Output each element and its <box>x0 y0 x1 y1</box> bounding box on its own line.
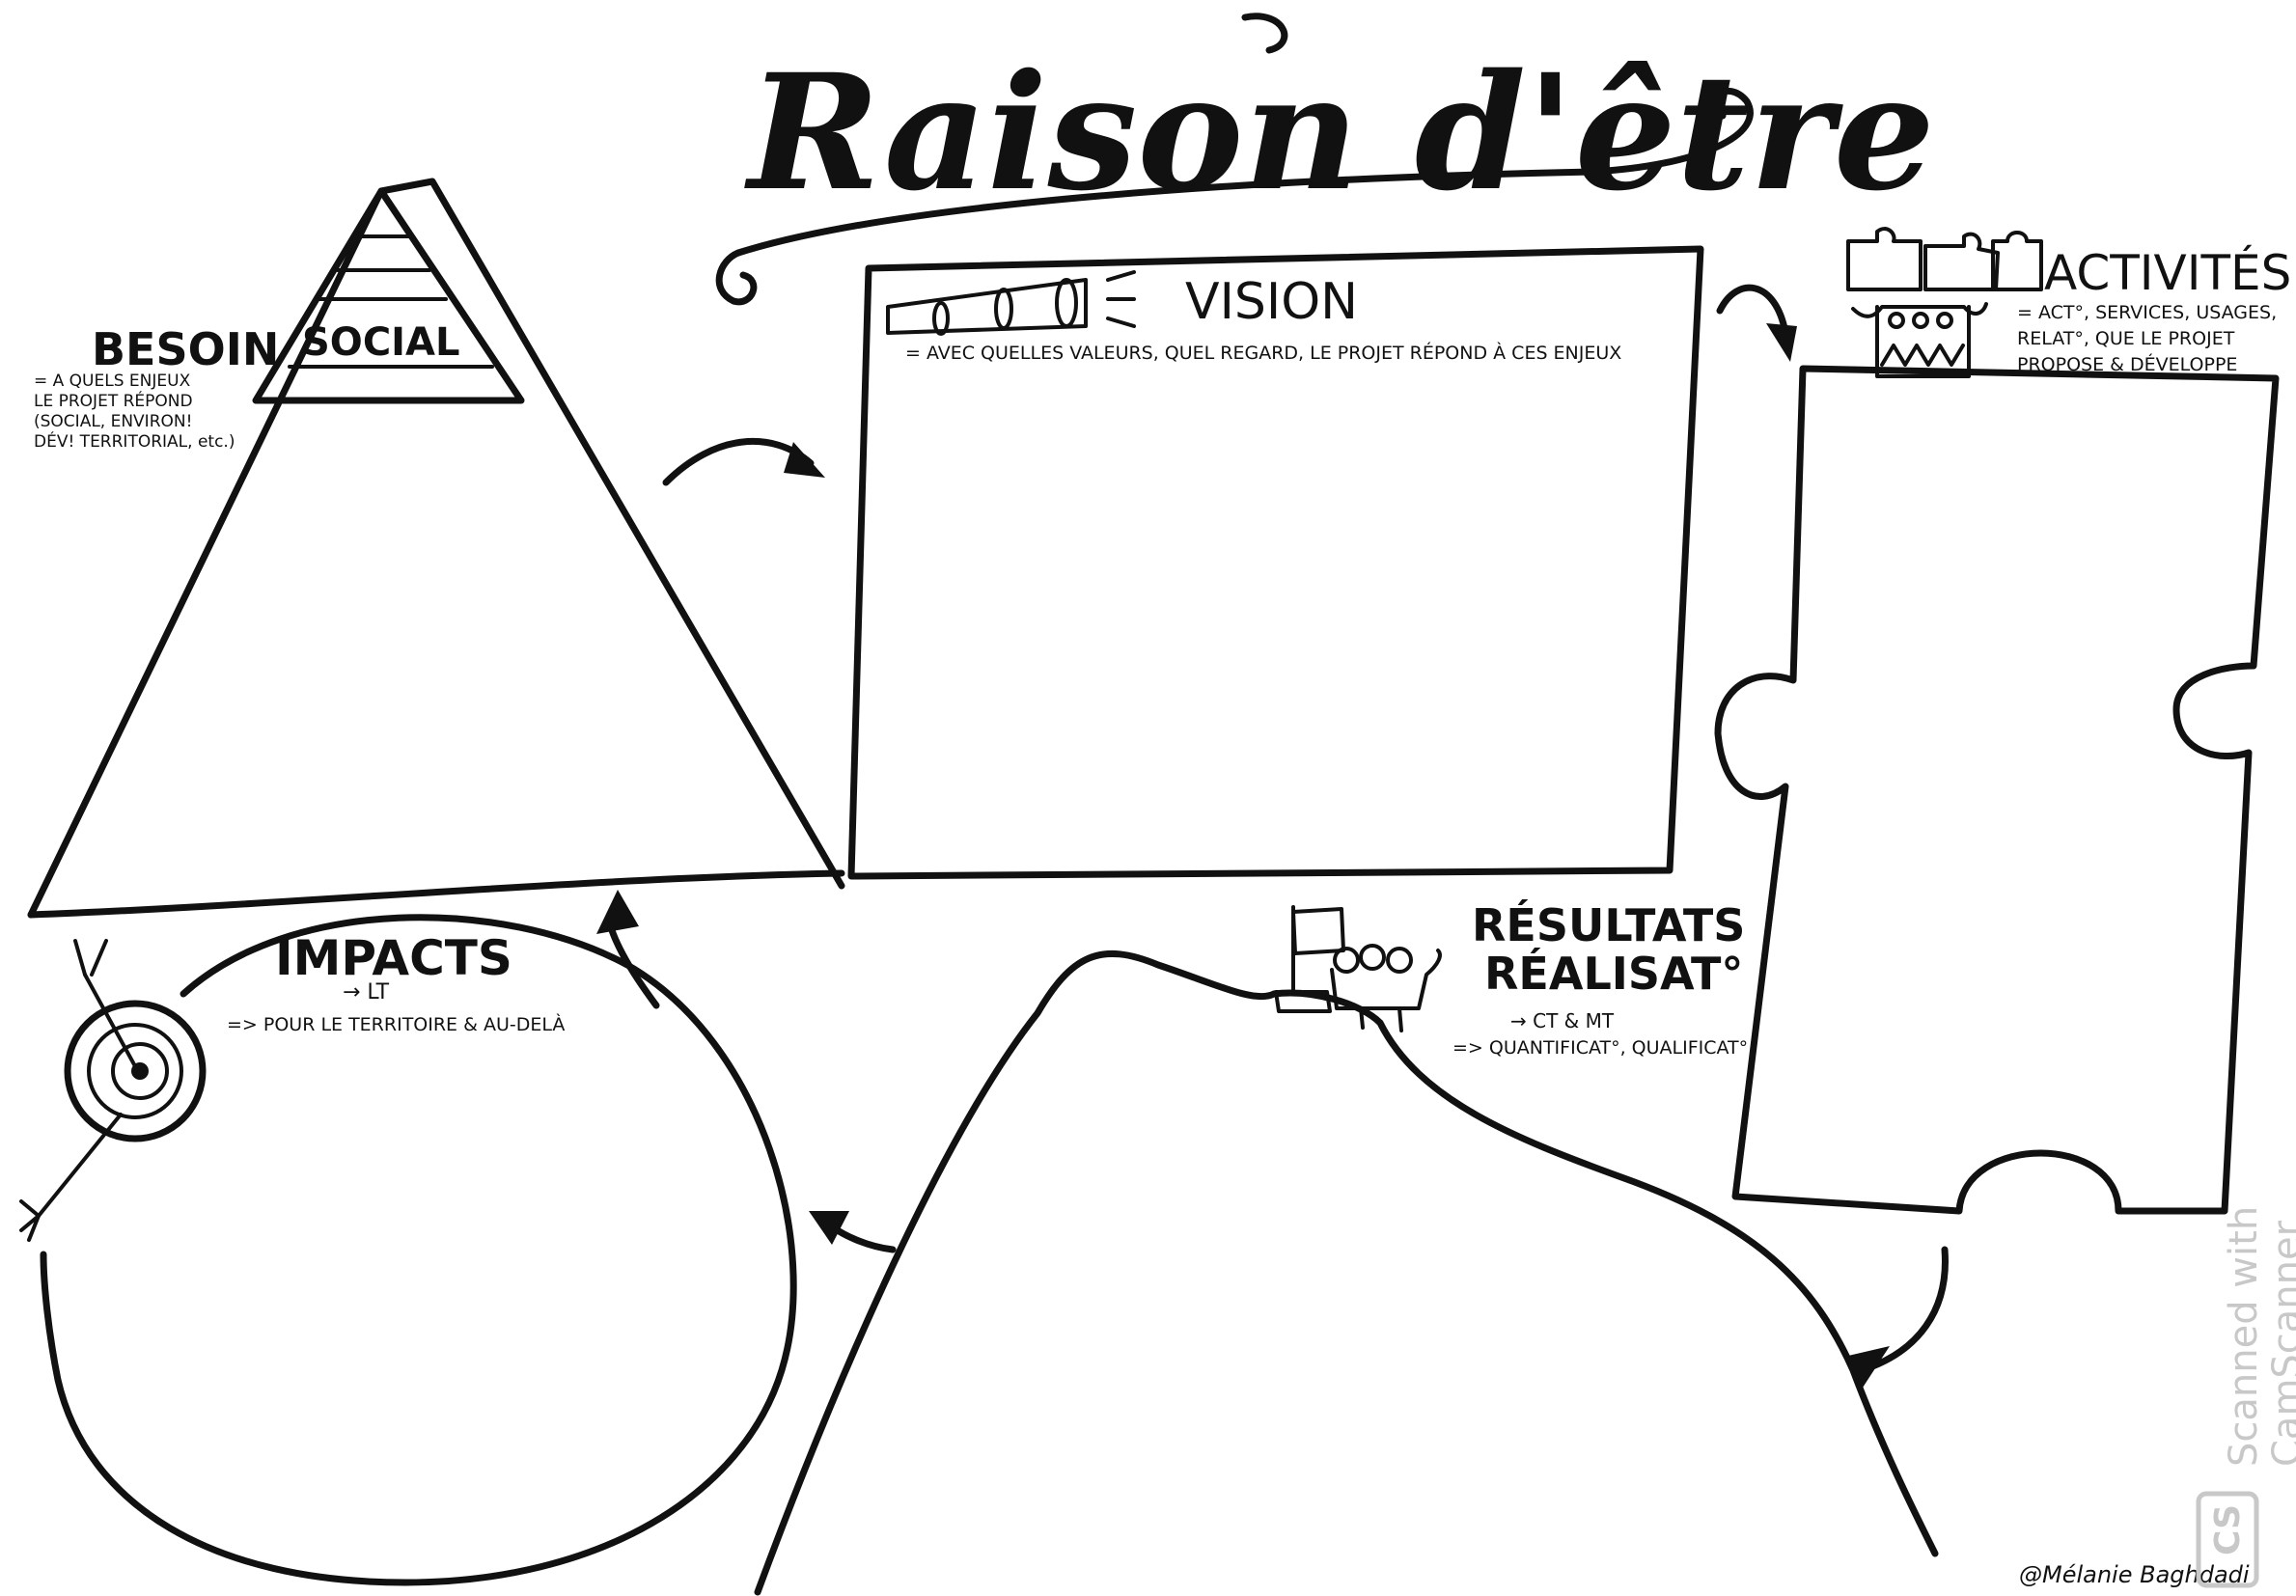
telescope-icon <box>888 272 1134 334</box>
social-heading: SOCIAL <box>302 320 460 365</box>
title-underline-curl <box>719 253 754 302</box>
watermark-line-2: CamScanner <box>2265 1220 2296 1467</box>
arrowhead-impacts-to-needs <box>596 890 639 934</box>
resultats-desc: => QUANTIFICAT°, QUALIFICAT° <box>1452 1037 1748 1059</box>
impacts-sub: → LT <box>343 980 390 1004</box>
besoin-desc-line-1: = A QUELS ENJEUX <box>34 371 191 391</box>
watermark-logo-text: CS <box>2208 1504 2248 1555</box>
arrowhead-resultats-to-impacts <box>809 1211 849 1245</box>
needs-triangle-base <box>31 873 842 915</box>
activites-heading: ACTIVITÉS <box>2044 244 2291 301</box>
activites-desc-line-2: RELAT°, QUE LE PROJET <box>2017 328 2235 349</box>
impacts-section: IMPACTS → LT => POUR LE TERRITOIRE & AU-… <box>21 918 793 1582</box>
page-title: Raison d'être <box>744 39 1935 226</box>
impacts-heading: IMPACTS <box>275 930 512 986</box>
monsters-group-icon <box>1332 946 1440 1031</box>
target-icon <box>68 941 203 1139</box>
impacts-desc: => POUR LE TERRITOIRE & AU-DELÀ <box>227 1013 565 1035</box>
camscanner-watermark: Scanned with CamScanner CS <box>2199 1206 2296 1585</box>
activites-desc-line-1: = ACT°, SERVICES, USAGES, <box>2017 302 2277 323</box>
resultats-sub: → CT & MT <box>1510 1009 1615 1032</box>
arrow-into-target-icon <box>21 1114 121 1240</box>
monster-icon <box>1853 304 1986 376</box>
activites-puzzle-piece <box>1718 369 2276 1211</box>
besoin-desc-line-3: (SOCIAL, ENVIRON! <box>34 412 192 431</box>
vision-section: VISION = AVEC QUELLES VALEURS, QUEL REGA… <box>851 249 1701 876</box>
resultats-heading-2: RÉALISAT° <box>1484 948 1743 1000</box>
arrowhead-vision-to-activites <box>1766 323 1797 362</box>
resultats-heading-1: RÉSULTATS <box>1472 899 1745 951</box>
activites-section: ACTIVITÉS = ACT°, SERVICES, USAGES, RELA… <box>1718 229 2291 1211</box>
besoin-desc-line-4: DÉV! TERRITORIAL, etc.) <box>34 430 235 452</box>
mountain-outline <box>758 953 1935 1592</box>
vision-desc: = AVEC QUELLES VALEURS, QUEL REGARD, LE … <box>905 342 1621 364</box>
watermark-line-1: Scanned with <box>2222 1206 2266 1467</box>
vision-heading: VISION <box>1185 273 1358 331</box>
activites-desc-line-3: PROPOSE & DÉVELOPPE <box>2017 353 2237 375</box>
besoin-desc-line-2: LE PROJET RÉPOND <box>34 390 193 411</box>
besoin-heading: BESOIN <box>92 323 279 375</box>
puzzle-icon <box>1848 229 2041 289</box>
